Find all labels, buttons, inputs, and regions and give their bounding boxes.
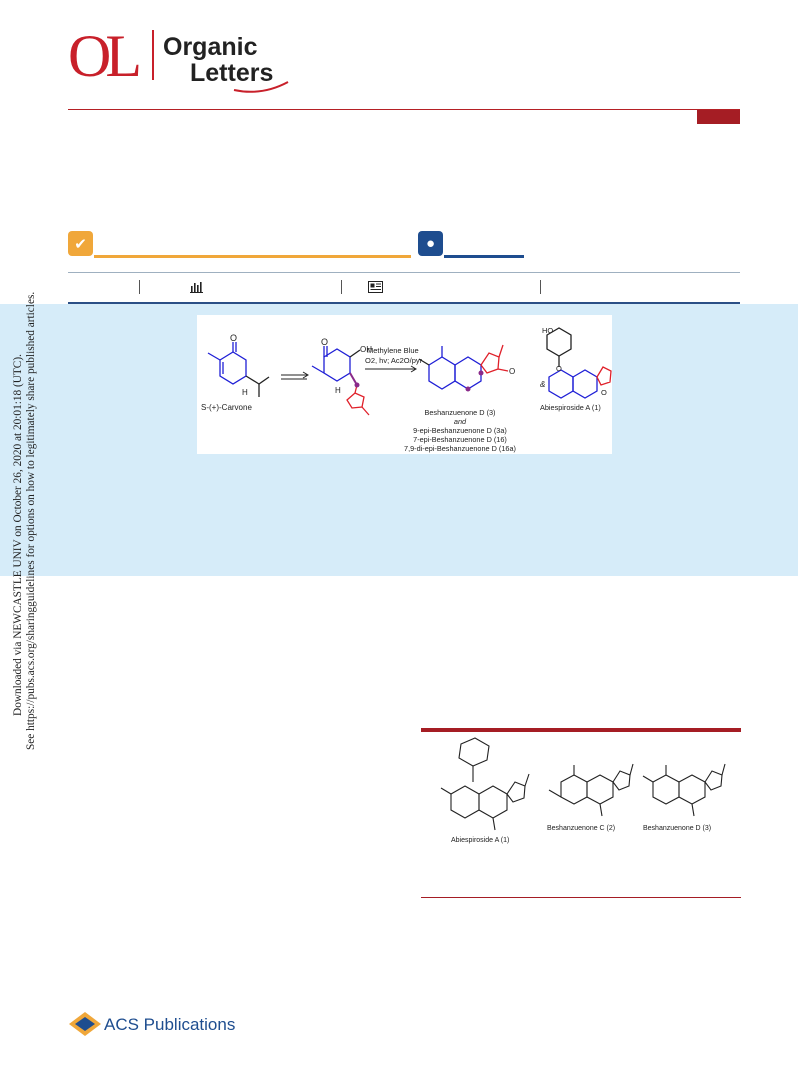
o-label: O [601, 388, 607, 397]
metrics-separator [540, 280, 541, 294]
oh-label: OH [360, 345, 372, 354]
figure-top-rule [421, 728, 741, 732]
bar-chart-icon[interactable] [190, 281, 204, 293]
figure-bottom-rule [421, 897, 741, 898]
h-label: H [242, 388, 248, 397]
graphical-abstract: O H S-(+)-Carvone O H OH Methylene Blu [197, 315, 612, 454]
product-name: Beshanzuenone D (3) [425, 408, 496, 417]
journal-name-line1: Organic [163, 33, 258, 61]
o-label: O [509, 367, 515, 376]
reagents-line1: Methylene Blue [367, 346, 419, 355]
beshanzuenone-d-structure [642, 763, 726, 817]
download-notice: Downloaded via NEWCASTLE UNIV on October… [0, 291, 50, 750]
newspaper-icon[interactable] [368, 281, 384, 293]
product-name: and [454, 417, 467, 426]
letter-type-tab [697, 110, 740, 124]
globe-icon[interactable]: ● [418, 231, 443, 256]
download-notice-line2: See https://pubs.acs.org/sharingguidelin… [25, 291, 37, 750]
metrics-top-rule [68, 272, 740, 273]
metrics-separator [341, 280, 342, 294]
logo-swoosh [233, 81, 289, 93]
abiespiroside-structure [546, 327, 612, 399]
header-rule [68, 109, 740, 110]
carvone-label: S-(+)-Carvone [201, 403, 252, 412]
carvone-structure [207, 342, 270, 397]
figure-1: Abiespiroside A (1) Beshanzuenone C (2) … [421, 734, 741, 894]
intermediate-structure [311, 346, 370, 416]
abiespiroside-a-structure [440, 737, 530, 831]
ampersand: & [540, 380, 545, 389]
cite-this-rule [94, 255, 411, 258]
download-notice-line1: Downloaded via NEWCASTLE UNIV on October… [12, 354, 24, 716]
acs-logo-icon[interactable] [68, 1011, 102, 1037]
stereocenter-dot [478, 370, 484, 376]
logo-divider [152, 30, 154, 80]
figure-label: Beshanzuenone D (3) [643, 825, 711, 832]
journal-logo-mark: OL [68, 23, 142, 89]
o-label: O [556, 364, 562, 373]
product-name: 7-epi-Beshanzuenone D (16) [413, 435, 507, 444]
product-name: 9-epi-Beshanzuenone D (3a) [413, 426, 507, 435]
reaction-arrow-2 [365, 365, 417, 373]
metrics-separator [139, 280, 140, 294]
reagents-line2: O2, hv; Ac2O/pyr [365, 356, 423, 365]
stereocenter-dot [354, 382, 360, 388]
figure-label: Beshanzuenone C (2) [547, 825, 615, 832]
figure-label: Abiespiroside A (1) [451, 837, 509, 844]
ho-label: HO [542, 326, 553, 335]
o-label: O [321, 337, 328, 347]
carbonyl-o-label: O [230, 333, 237, 343]
reaction-arrow-1 [281, 371, 309, 380]
read-online-rule [444, 255, 524, 258]
journal-name-line2: Letters [190, 59, 274, 87]
publisher-name[interactable]: ACS Publications [104, 1015, 236, 1034]
beshanzuenone-c-structure [548, 763, 634, 817]
product-name: 7,9-di-epi-Beshanzuenone D (16a) [404, 444, 516, 453]
check-icon[interactable]: ✔ [68, 231, 93, 256]
abstract-top-rule [68, 302, 740, 304]
beshanzuenone-d-structure [418, 344, 509, 390]
h-label: H [335, 386, 341, 395]
glycoside-label: Abiespiroside A (1) [540, 403, 601, 412]
stereocenter-dot [465, 386, 471, 392]
